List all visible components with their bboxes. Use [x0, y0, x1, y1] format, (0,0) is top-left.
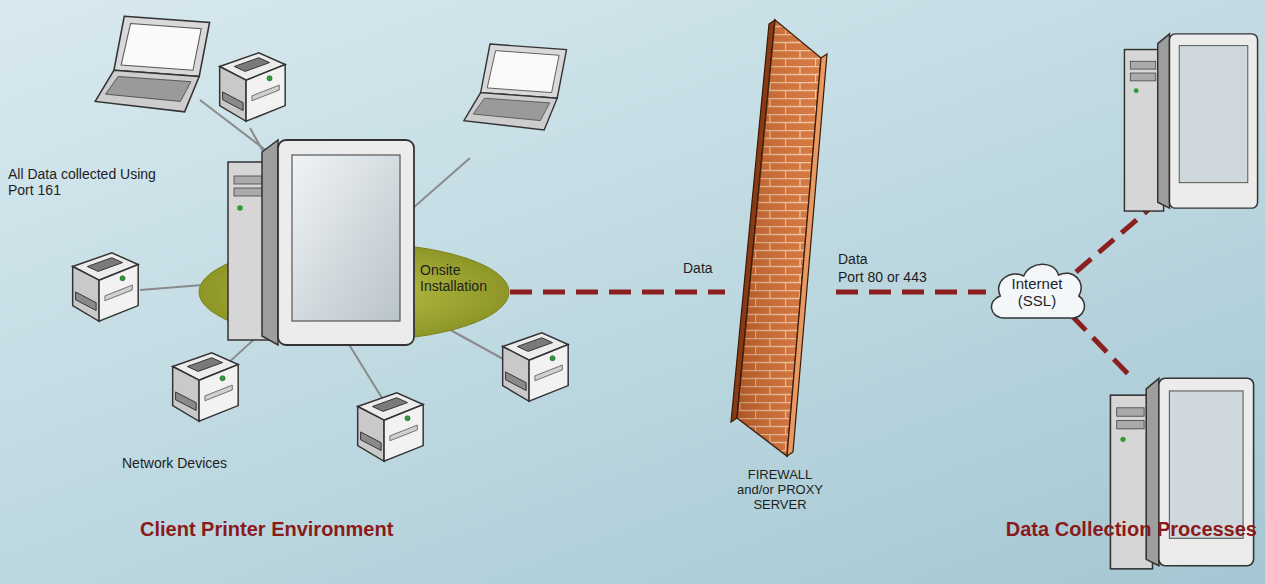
- laptop-icon: [464, 44, 567, 130]
- printer-icon: [503, 333, 569, 401]
- remote-computer: [1110, 378, 1253, 569]
- edge-label: Data: [838, 251, 868, 267]
- remote-computer: [1124, 34, 1257, 211]
- node-label: FIREWALL and/or PROXY SERVER: [730, 468, 830, 513]
- network-devices: [73, 16, 569, 461]
- wall-outline: [725, 18, 836, 458]
- firewall-box: FIREWALL and/or PROXY SERVER: [725, 18, 836, 519]
- node-label: Internet (SSL): [1006, 275, 1068, 310]
- printer-icon: [220, 53, 286, 121]
- printer-icon: [73, 253, 139, 321]
- note-label: Port 80 or 443: [838, 269, 927, 285]
- onsite-hub: Onsite Installation: [198, 242, 510, 342]
- laptop-icon: [95, 16, 209, 112]
- data-link: [510, 290, 725, 295]
- printer-icon: [173, 353, 239, 421]
- printer-icon: [358, 393, 424, 461]
- node-label: Onsite Installation: [420, 262, 504, 294]
- internet-links: [1072, 198, 1162, 378]
- section-heading: Data Collection Processes: [1006, 518, 1257, 541]
- note-label: All Data collected Using Port 161: [8, 166, 173, 198]
- data-link: [836, 290, 986, 295]
- note-label: Network Devices: [122, 455, 227, 471]
- section-heading: Client Printer Environment: [140, 518, 393, 541]
- internet-cloud: Internet (SSL): [986, 256, 1088, 328]
- edge-label: Data: [683, 260, 713, 276]
